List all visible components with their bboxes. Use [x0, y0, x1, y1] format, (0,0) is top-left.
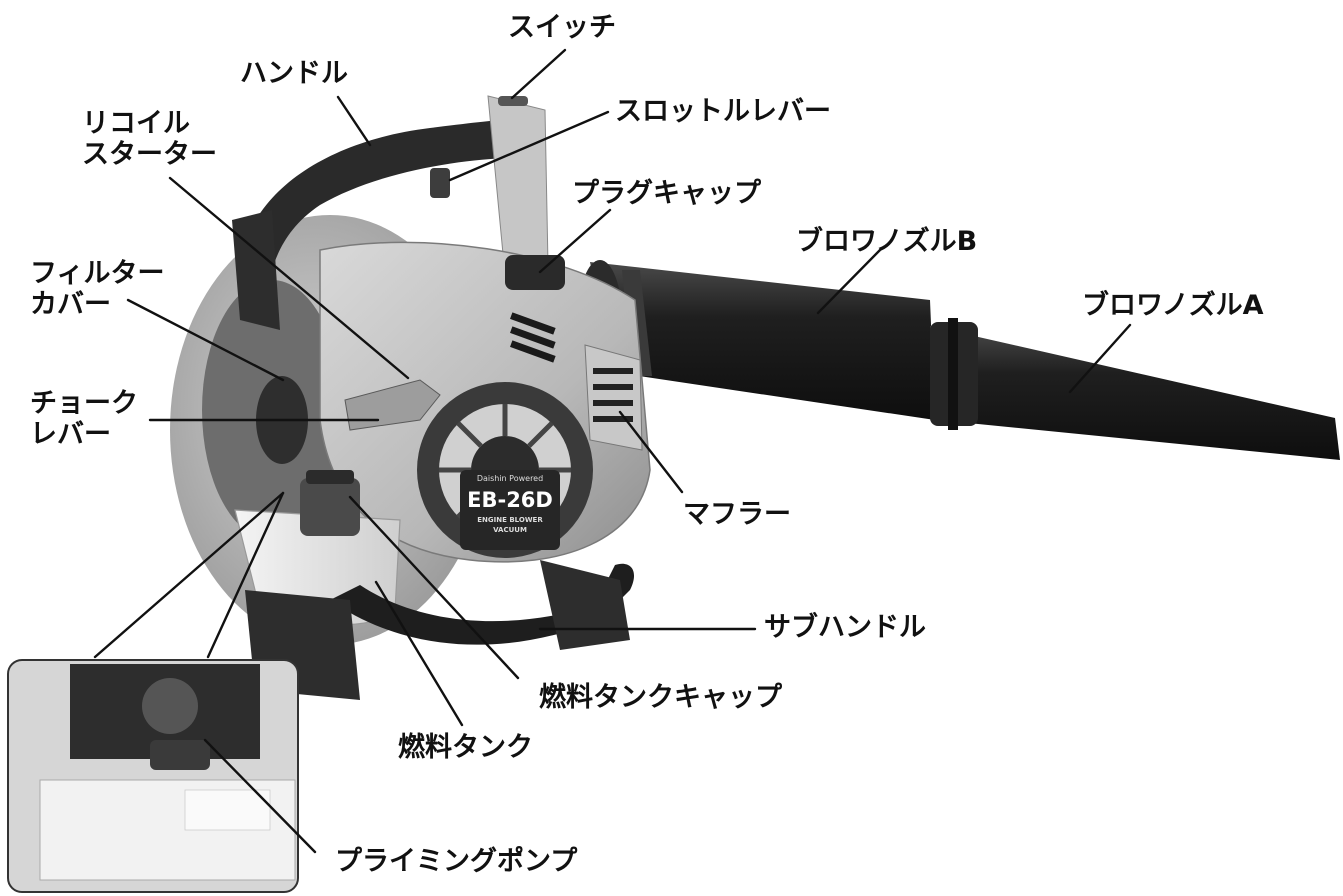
leader-filter-cover	[126, 298, 285, 382]
label-recoil-starter-line2: スターター	[82, 139, 217, 170]
label-filter-cover-line2: カバー	[30, 289, 111, 320]
label-choke-lever-line1: チョーク	[30, 388, 138, 419]
leader-priming-pump	[203, 738, 317, 854]
handle-shape	[232, 95, 549, 330]
leader-blower-nozzle-a	[1068, 323, 1132, 394]
label-fuel-tank-cap: 燃料タンクキャップ	[539, 682, 782, 713]
label-muffler: マフラー	[683, 499, 791, 530]
leader-handle	[336, 95, 372, 147]
leader-throttle-lever	[448, 110, 610, 182]
leader-plug-cap	[538, 208, 612, 274]
type-text-1: ENGINE BLOWER	[477, 516, 543, 524]
label-handle: ハンドル	[240, 58, 348, 89]
plug-cap-shape	[505, 255, 565, 290]
label-plug-cap: プラグキャップ	[572, 178, 761, 209]
label-recoil-starter: リコイル スターター	[82, 108, 217, 170]
label-sub-handle: サブハンドル	[764, 612, 926, 643]
label-recoil-starter-line1: リコイル	[82, 108, 190, 139]
muffler-shape	[584, 344, 643, 451]
label-choke-lever-line2: レバー	[30, 419, 111, 450]
brand-text: Daishin Powered	[476, 474, 544, 483]
label-filter-cover-line1: フィルター	[30, 258, 165, 289]
label-switch: スイッチ	[508, 12, 616, 43]
blower-nozzle-a-shape	[930, 318, 1340, 460]
type-text-2: VACUUM	[493, 526, 527, 534]
label-choke-lever: チョーク レバー	[30, 388, 138, 450]
leader-inset-left	[93, 491, 285, 659]
label-throttle-lever: スロットルレバー	[615, 96, 831, 127]
model-text: EB-26D	[467, 488, 553, 512]
product-label-plate	[460, 470, 560, 550]
leader-muffler	[618, 410, 684, 494]
leader-recoil-starter	[168, 176, 410, 380]
leader-fuel-tank	[374, 580, 464, 727]
priming-pump-inset	[7, 659, 299, 893]
leader-blower-nozzle-b	[816, 248, 882, 315]
leader-lines	[93, 48, 1132, 854]
label-priming-pump: プライミングポンプ	[335, 846, 578, 877]
label-blower-nozzle-a: ブロワノズルA	[1082, 290, 1264, 321]
leader-switch	[510, 48, 567, 100]
label-blower-nozzle-b: ブロワノズルB	[796, 226, 978, 257]
label-filter-cover: フィルター カバー	[30, 258, 164, 320]
label-fuel-tank: 燃料タンク	[398, 732, 533, 763]
leader-inset-right	[206, 491, 285, 659]
leader-fuel-tank-cap	[348, 495, 520, 680]
choke-lever-shape	[344, 379, 441, 431]
